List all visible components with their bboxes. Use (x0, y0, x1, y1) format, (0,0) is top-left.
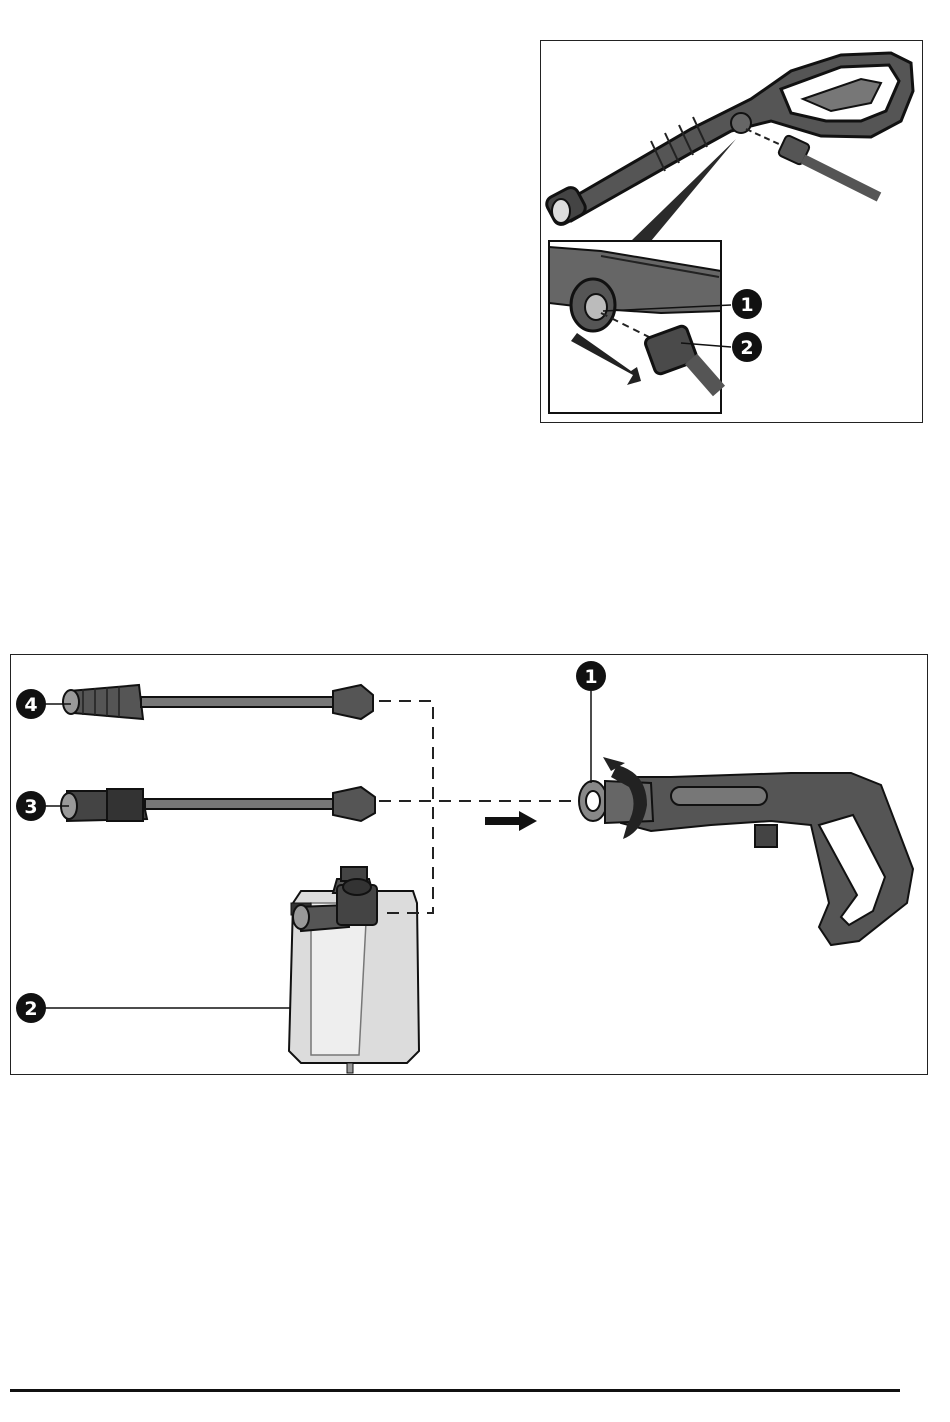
connection-lines (379, 701, 579, 913)
svg-text:3: 3 (24, 796, 37, 818)
spray-gun-drawing (544, 53, 913, 227)
spray-gun-drawing-bottom (579, 757, 913, 945)
direction-arrow (485, 811, 537, 831)
accessory-illustration: 4 3 2 1 (11, 655, 927, 1074)
svg-text:1: 1 (740, 294, 753, 316)
callout-3-bottom: 3 (16, 791, 46, 821)
callout-1-top: 1 (732, 289, 762, 319)
gun-hose-illustration: 1 2 (541, 41, 922, 422)
figure-accessory-attachment: 4 3 2 1 (10, 654, 928, 1075)
callout-4-bottom: 4 (16, 689, 46, 719)
figure-gun-hose-connection: 1 2 (540, 40, 923, 423)
callout-1-bottom: 1 (576, 661, 606, 691)
footer-rule (10, 1389, 900, 1392)
callout-2-bottom: 2 (16, 993, 46, 1023)
svg-text:4: 4 (24, 694, 37, 716)
variable-lance-drawing (61, 787, 375, 821)
foam-bottle-drawing (289, 867, 419, 1073)
turbo-lance-drawing (63, 685, 373, 719)
svg-text:2: 2 (740, 337, 753, 359)
detail-inset (549, 241, 731, 413)
svg-text:1: 1 (584, 666, 597, 688)
hose-drawing-top (746, 129, 879, 197)
svg-text:2: 2 (24, 998, 37, 1020)
callout-2-top: 2 (732, 332, 762, 362)
